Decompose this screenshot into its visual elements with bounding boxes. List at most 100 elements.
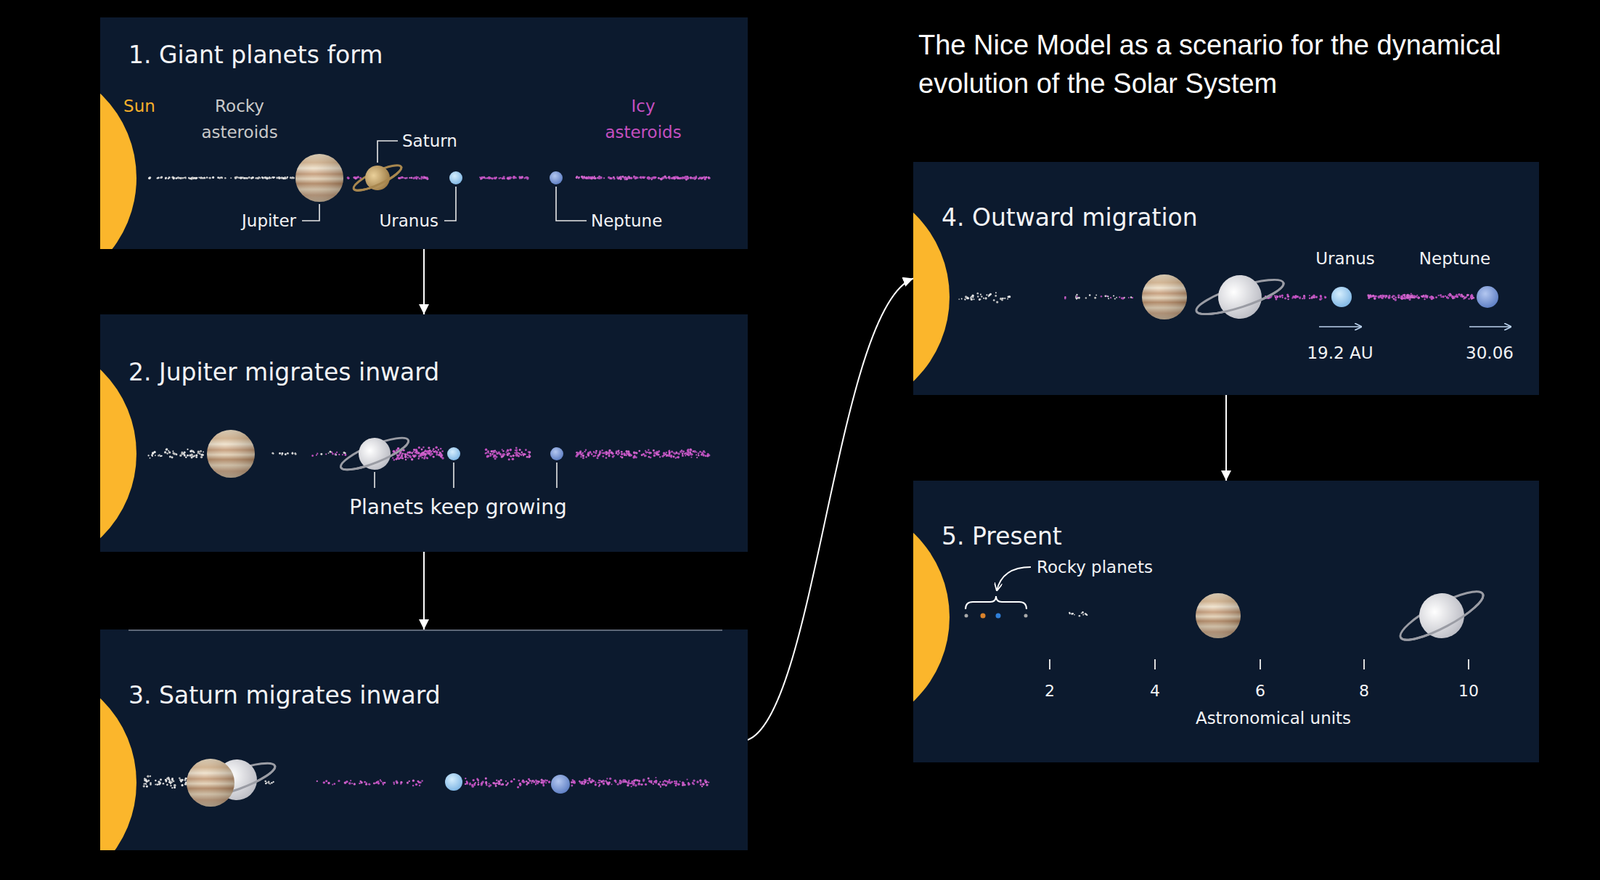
- asteroid-dot: [589, 177, 592, 180]
- asteroid-dot: [1417, 296, 1420, 300]
- asteroid-dot: [598, 176, 601, 179]
- asteroid-dot: [597, 781, 599, 784]
- asteroid-dot: [487, 455, 491, 459]
- asteroid-dot: [145, 780, 149, 783]
- asteroid-dot: [1276, 295, 1279, 298]
- asteroid-dot: [480, 176, 483, 179]
- asteroid-dot: [1130, 296, 1133, 299]
- text-label: Sun: [123, 95, 156, 117]
- asteroid-dot: [275, 176, 279, 179]
- asteroid-dot: [507, 177, 510, 180]
- asteroid-dot: [605, 452, 608, 456]
- asteroid-dot: [398, 177, 401, 180]
- asteroid-dot: [145, 785, 149, 788]
- asteroid-dot: [286, 452, 289, 455]
- asteroid-dot: [415, 451, 419, 454]
- asteroid-dot: [368, 783, 370, 785]
- asteroid-dot: [537, 780, 541, 783]
- asteroid-dot: [149, 457, 151, 459]
- text-label: Uranus: [378, 210, 439, 232]
- asteroid-dot: [415, 176, 418, 178]
- asteroid-dot: [1411, 296, 1414, 299]
- asteroid-dot: [167, 776, 170, 779]
- asteroid-dot: [1426, 294, 1428, 297]
- asteroid-dot: [594, 454, 597, 456]
- asteroid-dot: [1275, 298, 1278, 301]
- asteroid-dot: [1268, 296, 1271, 300]
- asteroid-dot: [1368, 296, 1371, 299]
- asteroid-dot: [182, 177, 184, 179]
- asteroid-dot: [408, 454, 411, 457]
- asteroid-dot: [686, 452, 689, 454]
- asteroid-dot: [621, 175, 624, 178]
- asteroid-dot: [158, 453, 161, 456]
- asteroid-dot: [329, 450, 332, 453]
- asteroid-dot: [515, 453, 518, 456]
- asteroid-dot: [543, 779, 546, 783]
- asteroid-dot: [577, 452, 581, 455]
- asteroid-dot: [664, 453, 667, 456]
- asteroid-dot: [335, 454, 337, 456]
- asteroid-dot: [487, 451, 490, 454]
- asteroid-dot: [421, 451, 425, 455]
- asteroid-dot: [671, 177, 673, 179]
- asteroid-dot: [532, 779, 535, 782]
- asteroid-dot: [241, 176, 244, 179]
- asteroid-dot: [501, 448, 504, 451]
- asteroid-dot: [512, 454, 515, 457]
- asteroid-dot: [415, 448, 419, 452]
- asteroid-dot: [642, 778, 645, 781]
- asteroid-dot: [280, 176, 283, 179]
- asteroid-dot: [634, 177, 637, 180]
- asteroid-dot: [493, 782, 496, 785]
- asteroid-dot: [700, 453, 702, 456]
- asteroid-dot: [201, 177, 204, 180]
- asteroid-dot: [492, 450, 496, 453]
- asteroid-dot: [1075, 295, 1077, 297]
- asteroid-dot: [169, 781, 173, 784]
- asteroid-dot: [254, 177, 257, 179]
- asteroid-dot: [493, 454, 496, 457]
- asteroid-dot: [627, 779, 631, 782]
- sun: [100, 61, 137, 250]
- asteroid-dot: [1128, 296, 1130, 299]
- asteroid-dot: [220, 176, 223, 179]
- asteroid-dot: [633, 175, 636, 178]
- asteroid-dot: [672, 455, 676, 458]
- asteroid-dot: [532, 781, 536, 784]
- asteroid-dot: [1402, 296, 1405, 300]
- asteroid-dot: [291, 452, 294, 455]
- asteroid-dot: [311, 454, 314, 457]
- asteroid-dot: [1456, 295, 1459, 298]
- asteroid-dot: [958, 298, 960, 300]
- asteroid-dot: [418, 457, 420, 459]
- asteroid-dot: [484, 777, 488, 780]
- asteroid-dot: [662, 454, 665, 457]
- asteroid-dot: [1414, 295, 1418, 298]
- asteroid-dot: [627, 452, 631, 456]
- asteroid-dot: [582, 454, 585, 457]
- asteroid-dot: [572, 781, 575, 784]
- asteroid-dot: [397, 454, 400, 457]
- asteroid-dot: [477, 781, 480, 783]
- asteroid-dot: [426, 457, 429, 460]
- uranus: [1331, 286, 1352, 308]
- asteroid-dot: [426, 452, 429, 455]
- asteroid-dot: [1420, 295, 1423, 297]
- asteroid-dot: [1411, 294, 1413, 297]
- asteroid-dot: [667, 782, 669, 785]
- asteroid-dot: [1470, 296, 1473, 299]
- asteroid-dot: [498, 781, 501, 785]
- asteroid-dot: [439, 454, 443, 457]
- asteroid-dot: [328, 452, 330, 454]
- asteroid-dot: [423, 455, 427, 459]
- asteroid-dot: [661, 783, 664, 786]
- asteroid-dot: [291, 177, 294, 180]
- asteroid-dot: [1370, 294, 1373, 297]
- asteroid-dot: [630, 177, 633, 180]
- asteroid-dot: [1294, 296, 1297, 300]
- asteroid-dot: [584, 780, 587, 783]
- asteroid-dot: [620, 450, 623, 453]
- asteroid-dot: [158, 783, 161, 786]
- asteroid-dot: [164, 450, 167, 453]
